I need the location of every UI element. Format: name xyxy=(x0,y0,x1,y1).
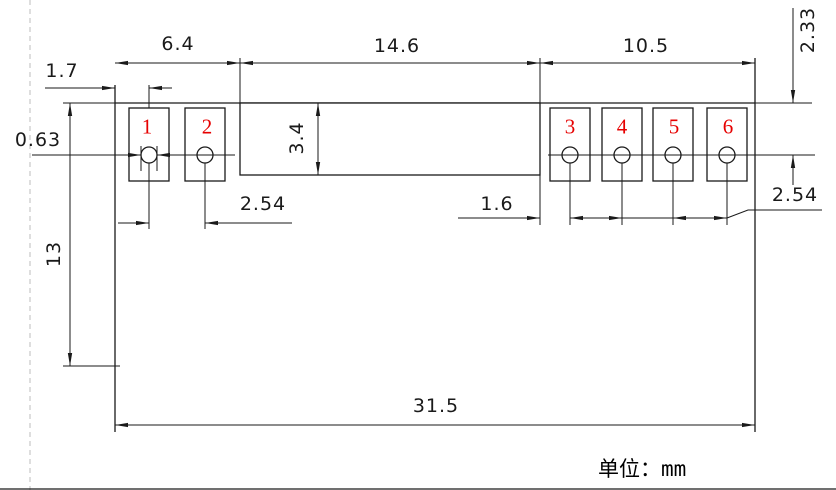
dim-left-pitch-label: 2.54 xyxy=(239,193,287,215)
dim-hole-row-offset-label: 2.33 xyxy=(797,6,819,54)
hole-1 xyxy=(140,146,158,164)
dim-hole-diameter-label: 0.63 xyxy=(14,129,62,151)
dim-hole-row-offset-lines xyxy=(755,8,812,185)
dim-pin1-offset-lines xyxy=(45,85,172,108)
module-outline xyxy=(114,58,756,432)
unit-note: 单位：mm xyxy=(598,453,686,483)
pad-6-number: 6 xyxy=(722,114,734,139)
pad-5-number: 5 xyxy=(668,114,680,139)
dim-block-height-label: 3.4 xyxy=(286,121,308,155)
center-block xyxy=(239,102,541,176)
unit-note-value: mm xyxy=(661,457,687,481)
dim-center-section-label: 14.6 xyxy=(373,35,421,57)
dim-right-pitch-lines xyxy=(458,163,822,225)
pad-4-number: 4 xyxy=(616,114,628,139)
dim-pin1-offset-label: 1.7 xyxy=(45,60,79,82)
dim-right-pitch-label: 2.54 xyxy=(771,184,819,206)
pad-2-number: 2 xyxy=(201,114,213,139)
dim-hole-diameter-lines xyxy=(32,146,188,171)
dim-top-widths-lines xyxy=(115,58,755,103)
pad-1-number: 1 xyxy=(141,114,153,139)
dim-right-section-label: 10.5 xyxy=(622,35,670,57)
dim-body-height-lines xyxy=(63,102,120,367)
dim-body-height-label: 13 xyxy=(43,240,65,268)
dim-left-pitch-lines xyxy=(118,163,292,229)
dim-left-section-label: 6.4 xyxy=(161,33,195,55)
pad-3-number: 3 xyxy=(564,114,576,139)
dim-right-offset-label: 1.6 xyxy=(480,193,514,215)
dim-body-width-label: 31.5 xyxy=(412,395,460,417)
unit-note-prefix: 单位： xyxy=(598,457,661,481)
